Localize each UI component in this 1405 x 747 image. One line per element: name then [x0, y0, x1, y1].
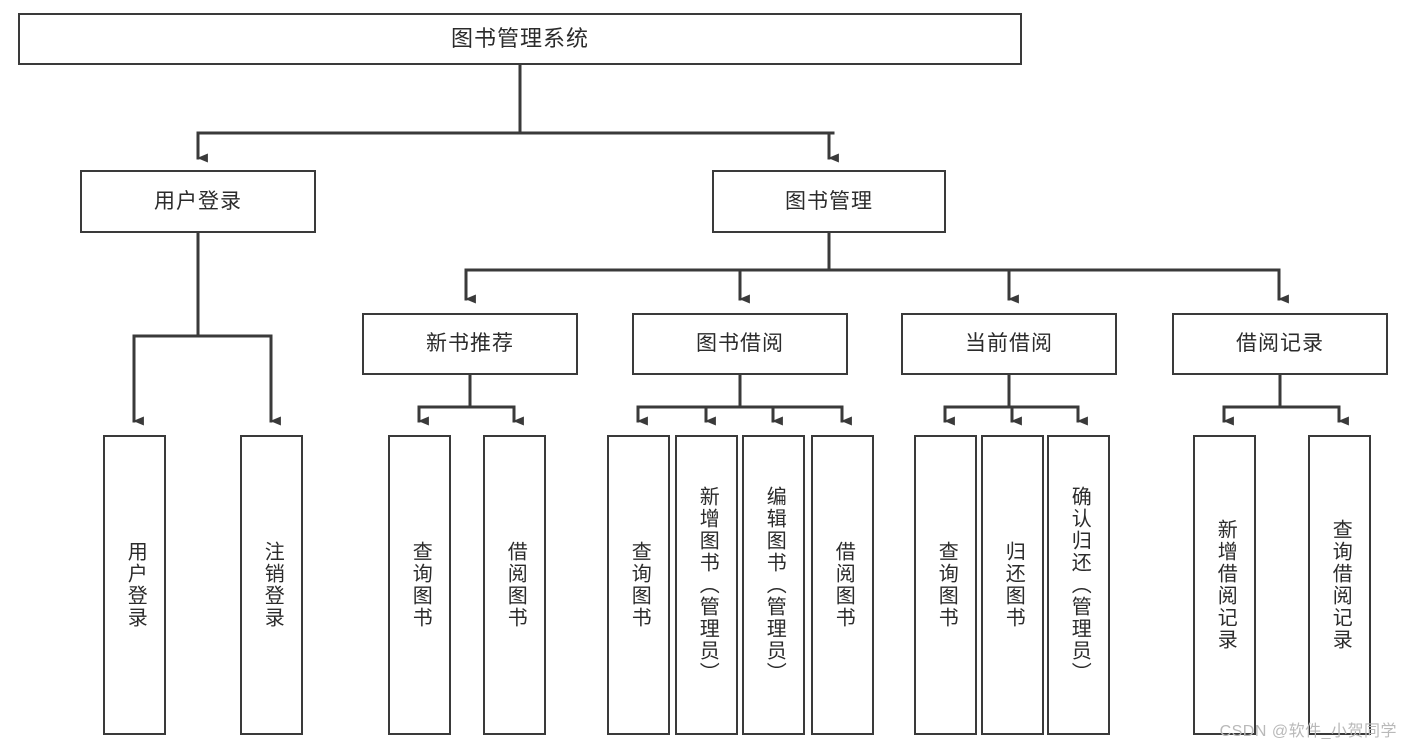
node-label: 当前借阅: [965, 332, 1053, 356]
leaf-return-book[interactable]: 归还图书: [981, 435, 1044, 735]
leaf-query-book-1[interactable]: 查询图书: [388, 435, 451, 735]
leaf-label: 用户登录: [124, 541, 147, 629]
leaf-label: 新增借阅记录: [1214, 519, 1237, 651]
node-label: 新书推荐: [426, 332, 514, 356]
leaf-query-book-2[interactable]: 查询图书: [607, 435, 670, 735]
node-label: 图书管理: [785, 189, 873, 213]
node-label: 用户登录: [154, 189, 242, 213]
leaf-confirm-return[interactable]: 确认归还（管理员）: [1047, 435, 1110, 735]
node-new-book-recommend[interactable]: 新书推荐: [362, 313, 578, 375]
leaf-logout-login[interactable]: 注销登录: [240, 435, 303, 735]
leaf-add-book[interactable]: 新增图书（管理员）: [675, 435, 738, 735]
node-user-login[interactable]: 用户登录: [80, 170, 316, 233]
leaf-label: 查询借阅记录: [1329, 519, 1352, 651]
leaf-label: 查询图书: [935, 541, 958, 629]
node-label: 借阅记录: [1236, 332, 1324, 356]
node-book-management-system[interactable]: 图书管理系统: [18, 13, 1022, 65]
leaf-borrow-book-1[interactable]: 借阅图书: [483, 435, 546, 735]
leaf-query-record[interactable]: 查询借阅记录: [1308, 435, 1371, 735]
leaf-label: 借阅图书: [504, 541, 527, 629]
leaf-edit-book[interactable]: 编辑图书（管理员）: [742, 435, 805, 735]
leaf-label: 编辑图书（管理员）: [763, 486, 786, 684]
leaf-label: 查询图书: [409, 541, 432, 629]
node-book-borrow[interactable]: 图书借阅: [632, 313, 848, 375]
csdn-watermark: CSDN @软件_小贺同学: [1219, 723, 1397, 740]
leaf-label: 归还图书: [1002, 541, 1025, 629]
leaf-label: 查询图书: [628, 541, 651, 629]
leaf-label: 借阅图书: [832, 541, 855, 629]
leaf-label: 新增图书（管理员）: [696, 486, 719, 684]
leaf-borrow-book-2[interactable]: 借阅图书: [811, 435, 874, 735]
node-current-borrow[interactable]: 当前借阅: [901, 313, 1117, 375]
node-book-manage[interactable]: 图书管理: [712, 170, 946, 233]
node-label: 图书管理系统: [450, 25, 589, 51]
node-borrow-record[interactable]: 借阅记录: [1172, 313, 1388, 375]
leaf-label: 确认归还（管理员）: [1068, 486, 1091, 684]
node-label: 图书借阅: [696, 332, 784, 356]
leaf-label: 注销登录: [261, 541, 284, 629]
leaf-add-record[interactable]: 新增借阅记录: [1193, 435, 1256, 735]
leaf-user-login[interactable]: 用户登录: [103, 435, 166, 735]
leaf-query-book-3[interactable]: 查询图书: [914, 435, 977, 735]
